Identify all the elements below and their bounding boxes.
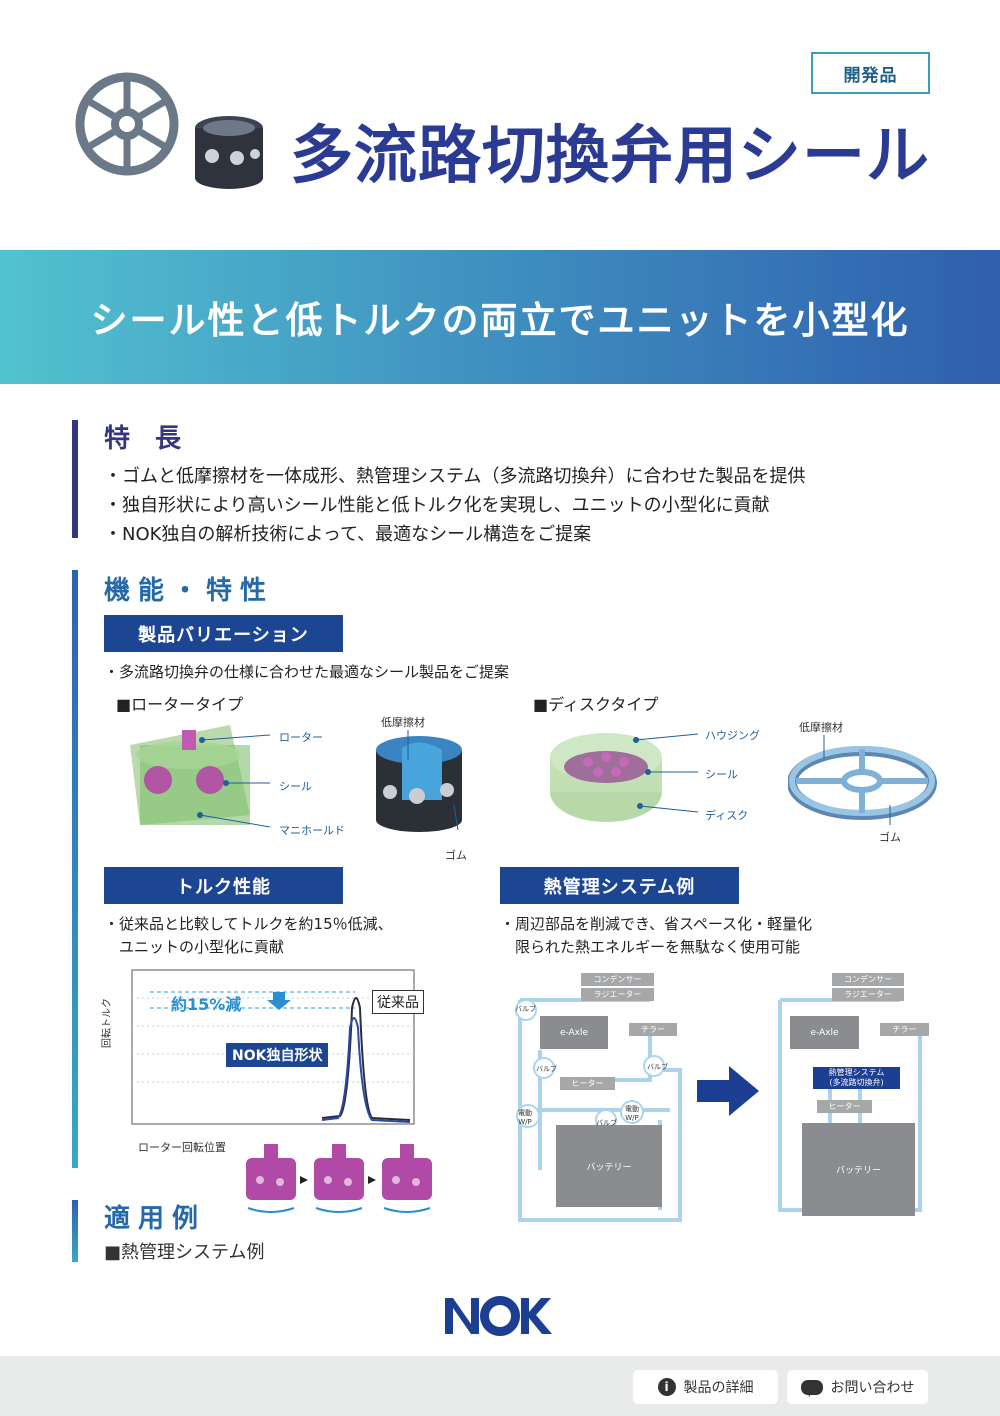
rotor-material-label: 低摩擦材 — [381, 716, 425, 729]
rotor-seal-detail-image — [376, 730, 462, 832]
torque-desc: ユニットの小型化に貢献 — [119, 938, 285, 956]
radiator-box: ラジエーター — [832, 988, 904, 1001]
battery-box: バッテリー — [556, 1125, 662, 1207]
valve-label: バルブ — [596, 1119, 617, 1127]
rotor-type-label: ■ロータータイプ — [116, 695, 244, 714]
feature-item: ・独自形状により高いシール性能と低トルク化を実現し、ユニットの小型化に貢献 — [104, 495, 770, 516]
rotor-rubber-label: ゴム — [445, 849, 467, 862]
heater-box: ヒーター — [817, 1100, 872, 1113]
feature-item: ・ゴムと低摩擦材を一体成形、熱管理システム（多流路切換弁）に合わせた製品を提供 — [104, 466, 806, 487]
eaxle-box: e-Axle — [540, 1016, 608, 1049]
features-list: ・ゴムと低摩擦材を一体成形、熱管理システム（多流路切換弁）に合わせた製品を提供 … — [104, 462, 805, 549]
disc-type-label: ■ディスクタイプ — [533, 695, 659, 714]
rotor-seal-image — [195, 116, 263, 189]
disc-material-label: 低摩擦材 — [799, 721, 843, 734]
thermal-system-box: 熱管理システム (多流路切換弁) — [813, 1067, 900, 1089]
chat-icon — [800, 1379, 823, 1397]
application-item: ■熱管理システム例 — [104, 1242, 265, 1263]
condenser-box: コンデンサー — [581, 973, 654, 986]
condenser-box: コンデンサー — [832, 973, 904, 986]
section-marker — [72, 420, 78, 538]
valve-label: バルブ — [515, 1005, 536, 1013]
development-badge: 開発品 — [811, 52, 930, 94]
valve-label: バルブ — [536, 1065, 557, 1073]
callout-disc: ディスク — [705, 809, 749, 822]
radiator-box: ラジエーター — [581, 988, 654, 1001]
section-marker — [72, 570, 78, 1168]
pump-label: 電動 W/P — [518, 1109, 532, 1126]
callout-manifold: マニホールド — [279, 824, 345, 837]
torque-subheading: トルク性能 — [104, 867, 343, 904]
eaxle-box: e-Axle — [790, 1016, 859, 1049]
disc-seal-detail-image — [788, 735, 937, 825]
thermal-subheading: 熱管理システム例 — [500, 867, 739, 904]
callout-housing: ハウジング — [705, 729, 760, 742]
callout-seal: シール — [705, 768, 738, 781]
contact-button[interactable]: お問い合わせ — [787, 1370, 928, 1404]
variation-desc: ・多流路切換弁の仕様に合わせた最適なシール製品をご提案 — [104, 663, 510, 681]
torque-chart — [131, 969, 415, 1125]
conventional-label: 従来品 — [372, 990, 424, 1014]
thermal-desc: ・周辺部品を削減でき、省スペース化・軽量化 — [500, 915, 813, 933]
product-details-button[interactable]: i 製品の詳細 — [633, 1370, 778, 1404]
nok-logo — [445, 1296, 552, 1336]
callout-rotor: ローター — [279, 731, 323, 744]
callout-seal: シール — [279, 780, 312, 793]
variation-subheading: 製品バリエーション — [104, 615, 343, 652]
torque-desc: ・従来品と比較してトルクを約15％低減、 — [104, 915, 393, 933]
disc-seal-image — [75, 72, 179, 176]
features-heading: 特 長 — [104, 424, 190, 454]
rotor-rotation-images — [246, 1144, 432, 1213]
thermal-desc: 限られた熱エネルギーを無駄なく使用可能 — [515, 938, 801, 956]
chiller-box: チラー — [629, 1023, 677, 1036]
chiller-box: チラー — [880, 1023, 929, 1036]
pump-label: 電動 W/P — [625, 1105, 639, 1122]
chart-ylabel: 回転トルク — [102, 998, 113, 1048]
heater-box: ヒーター — [560, 1077, 615, 1090]
info-icon: i — [657, 1378, 676, 1396]
function-heading: 機能・特性 — [104, 576, 275, 606]
section-marker — [72, 1200, 78, 1262]
rotor-assembly-image — [130, 725, 271, 828]
application-heading: 適用例 — [104, 1204, 207, 1234]
nok-shape-label: NOK独自形状 — [226, 1043, 329, 1067]
footer: i 製品の詳細 お問い合わせ — [0, 1356, 1000, 1416]
disc-assembly-image — [550, 733, 699, 822]
page-title: 多流路切換弁用シール — [290, 119, 930, 192]
contact-label: お問い合わせ — [830, 1380, 915, 1396]
feature-item: ・NOK独自の解析技術によって、最適なシール構造をご提案 — [104, 524, 592, 545]
arrow-right-icon — [697, 1066, 759, 1116]
disc-rubber-label: ゴム — [879, 831, 901, 844]
battery-box: バッテリー — [802, 1123, 915, 1216]
chart-xlabel: ローター回転位置 — [138, 1141, 226, 1154]
headline-banner: シール性と低トルクの両立でユニットを小型化 — [0, 250, 1000, 384]
headline-text: シール性と低トルクの両立でユニットを小型化 — [90, 299, 910, 342]
reduction-label: 約15%減 — [171, 995, 242, 1014]
product-details-label: 製品の詳細 — [683, 1380, 754, 1396]
valve-label: バルブ — [647, 1063, 668, 1071]
